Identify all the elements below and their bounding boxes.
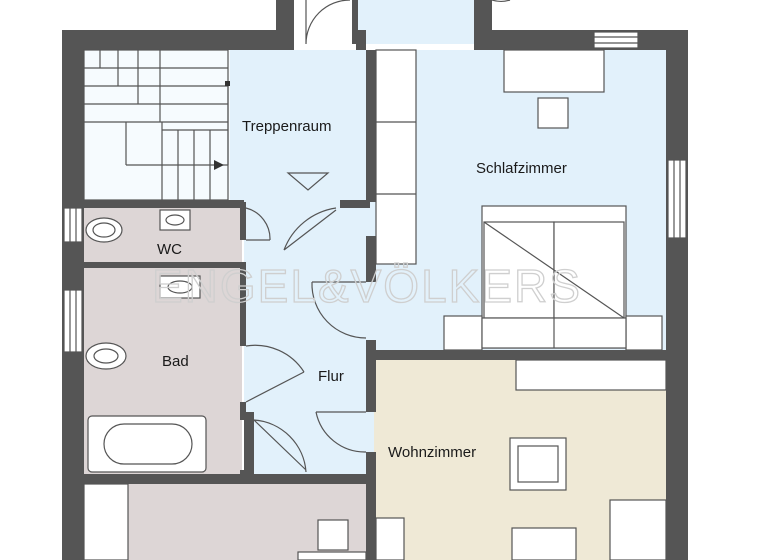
wc-top-wall [84, 200, 244, 208]
room-label-flur: Flur [318, 368, 344, 385]
window-top [593, 31, 639, 49]
windows [63, 31, 687, 353]
interior-wall-v-upper [366, 50, 376, 202]
outer-wall-top-left [62, 30, 294, 50]
top-bump-left [276, 0, 294, 50]
bath-wall-v-mid [240, 262, 246, 346]
bath-wall-v-bot [240, 402, 246, 420]
window-right [667, 159, 687, 239]
bath-wall-v-top [240, 202, 246, 240]
interior-wall-v-lower [366, 340, 376, 412]
desk [503, 49, 605, 93]
door-lower [253, 419, 307, 473]
bedroom-furniture [375, 49, 663, 351]
living-furniture [375, 359, 667, 560]
door-wc [245, 207, 271, 241]
wc-bad-wall [84, 262, 244, 268]
bed-living-wall [374, 350, 666, 360]
shelf-left [375, 517, 405, 560]
nightstand-right [625, 315, 663, 351]
door-top-right [491, 0, 511, 2]
wc-toilet-icon [85, 217, 123, 243]
window-wc [63, 207, 83, 243]
stair-arrow-icon [214, 160, 224, 170]
wc-sink-icon [159, 209, 191, 231]
door-hall-mid [283, 207, 337, 251]
armchair [509, 437, 567, 491]
coffee-table [511, 527, 577, 560]
window-bad [63, 289, 83, 353]
lower-cabinet [83, 483, 129, 560]
top-bump-right [474, 0, 492, 50]
door-bedroom [311, 281, 367, 339]
interior-wall-v-mid [366, 236, 376, 282]
bad-bottom-wall [84, 474, 374, 484]
stair-hall-wall [340, 200, 370, 208]
watermark: ENGEL&VÖLKERS [152, 260, 582, 312]
flur-floor [244, 205, 374, 475]
sofa-right [609, 499, 667, 560]
nightstand-left [443, 315, 483, 351]
flur-inner-wall [244, 412, 254, 474]
room-label-treppenraum: Treppenraum [242, 118, 332, 135]
outer-wall-top-right [476, 30, 688, 50]
balcony-divider [352, 0, 358, 44]
door-top-hall [305, 0, 351, 45]
wardrobe [375, 49, 417, 265]
door-flur-right [315, 411, 367, 453]
doors [245, 0, 511, 473]
room-label-wc: WC [157, 241, 182, 258]
bad-toilet-icon [85, 342, 127, 370]
room-label-bad: Bad [162, 353, 189, 370]
staircase [83, 49, 230, 201]
fixtures [85, 209, 207, 473]
outer-wall-top-mid [356, 30, 366, 50]
interior-wall-v-bottom [366, 452, 376, 560]
bad-sink-icon [159, 275, 201, 299]
outer-wall-right [666, 30, 688, 560]
desk-chair [537, 97, 569, 129]
stair-area [84, 50, 230, 200]
balcony-top [358, 0, 476, 44]
lower-desk [297, 551, 367, 560]
bed-mattress-right [553, 221, 625, 319]
door-bad [245, 344, 305, 403]
lower-furniture [83, 483, 367, 560]
hall-direction-arrow-icon [286, 172, 330, 191]
room-label-wohnzimmer: Wohnzimmer [388, 444, 476, 461]
bathtub-icon [87, 415, 207, 473]
room-label-schlafzimmer: Schlafzimmer [476, 160, 567, 177]
stair-marker [225, 81, 230, 86]
sideboard [515, 359, 667, 391]
lower-chair [317, 519, 349, 551]
